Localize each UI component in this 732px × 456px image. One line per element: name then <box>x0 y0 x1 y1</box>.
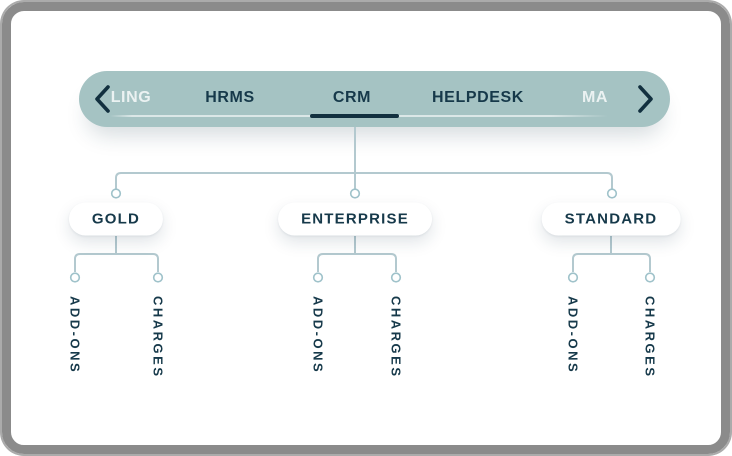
plan-node-standard[interactable]: STANDARD <box>541 202 681 236</box>
active-tab-underline <box>310 114 399 118</box>
plan-node-gold[interactable]: GOLD <box>68 202 164 236</box>
tab-helpdesk[interactable]: HELPDESK <box>432 89 524 106</box>
product-tab-carousel: LING HRMS CRM HELPDESK MA <box>79 71 670 127</box>
leaf-enterprise-charges: CHARGES <box>388 296 404 379</box>
tab-hrms[interactable]: HRMS <box>205 89 255 106</box>
carousel-next-button[interactable] <box>635 84 655 114</box>
connector-dot <box>606 188 618 199</box>
plan-node-enterprise[interactable]: ENTERPRISE <box>278 202 432 236</box>
chevron-left-icon <box>93 85 113 117</box>
enterprise-children-spine-line <box>317 253 397 272</box>
leaf-gold-charges: CHARGES <box>150 296 166 379</box>
connector-dot <box>110 188 122 199</box>
chevron-right-icon <box>635 85 655 117</box>
tier1-spine-line <box>115 172 613 189</box>
connector-dot <box>390 272 402 283</box>
leaf-standard-add-ons: ADD-ONS <box>565 296 581 375</box>
leaf-enterprise-add-ons: ADD-ONS <box>310 296 326 375</box>
connector-dot <box>567 272 579 283</box>
leaf-standard-charges: CHARGES <box>642 296 658 379</box>
standard-children-spine-line <box>572 253 651 272</box>
connector-dot <box>69 272 81 283</box>
connector-dot <box>349 188 361 199</box>
tab-marketing-partial[interactable]: MA <box>581 89 609 106</box>
leaf-gold-add-ons: ADD-ONS <box>67 296 83 375</box>
connector-dot <box>312 272 324 283</box>
tab-billing-partial[interactable]: LING <box>110 89 152 106</box>
gold-children-spine-line <box>74 253 159 272</box>
tab-crm-active[interactable]: CRM <box>332 89 372 106</box>
connector-dot <box>644 272 656 283</box>
carousel-prev-button[interactable] <box>93 84 113 114</box>
connector-dot <box>152 272 164 283</box>
